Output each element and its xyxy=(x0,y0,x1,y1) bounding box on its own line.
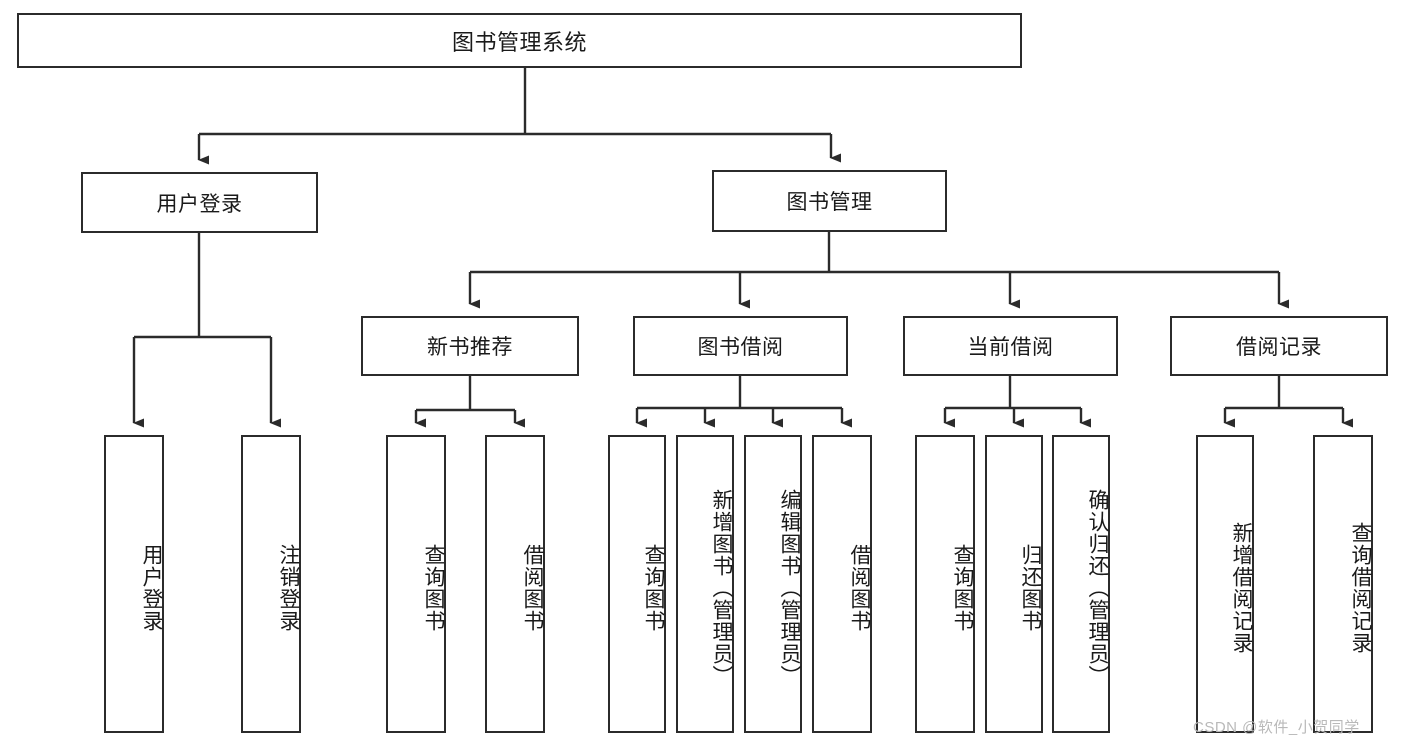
node-new-book-recommend[interactable]: 新书推荐 xyxy=(361,316,579,376)
csdn-watermark: CSDN @软件_小贺同学 xyxy=(1193,719,1360,736)
node-user-login-label: 用户登录 xyxy=(156,192,243,216)
node-user-login[interactable]: 用户登录 xyxy=(81,172,318,233)
leaf-logout-login[interactable]: 注销登录 xyxy=(241,435,301,733)
leaf-borrow-book-recommend-label: 借阅图书 xyxy=(521,544,544,632)
node-book-management[interactable]: 图书管理 xyxy=(712,170,947,232)
leaf-query-book-borrow-label: 查询图书 xyxy=(642,544,665,632)
leaf-add-borrow-record[interactable]: 新增借阅记录 xyxy=(1196,435,1254,733)
edge-group-book-mgmt xyxy=(468,232,1289,309)
leaf-add-borrow-record-label: 新增借阅记录 xyxy=(1230,522,1253,654)
leaf-query-book-current[interactable]: 查询图书 xyxy=(915,435,975,733)
node-book-borrow[interactable]: 图书借阅 xyxy=(633,316,848,376)
edge-group-root xyxy=(197,68,841,165)
leaf-query-book-current-label: 查询图书 xyxy=(951,544,974,632)
node-borrow-record[interactable]: 借阅记录 xyxy=(1170,316,1388,376)
node-root[interactable]: 图书管理系统 xyxy=(17,13,1022,68)
edge-group-new-book xyxy=(414,376,525,428)
leaf-borrow-book-recommend[interactable]: 借阅图书 xyxy=(485,435,545,733)
leaf-confirm-return-admin-label: 确认归还（管理员） xyxy=(1086,489,1109,687)
edge-group-records xyxy=(1223,376,1353,428)
leaf-query-borrow-record[interactable]: 查询借阅记录 xyxy=(1313,435,1373,733)
leaf-add-book-admin[interactable]: 新增图书（管理员） xyxy=(676,435,734,733)
node-current-borrow-label: 当前借阅 xyxy=(967,336,1054,359)
leaf-return-book[interactable]: 归还图书 xyxy=(985,435,1043,733)
leaf-borrow-book[interactable]: 借阅图书 xyxy=(812,435,872,733)
node-book-borrow-label: 图书借阅 xyxy=(697,336,784,359)
node-new-book-recommend-label: 新书推荐 xyxy=(427,336,513,359)
leaf-user-login-label: 用户登录 xyxy=(140,544,163,632)
leaf-query-book-recommend[interactable]: 查询图书 xyxy=(386,435,446,733)
node-current-borrow[interactable]: 当前借阅 xyxy=(903,316,1118,376)
leaf-query-borrow-record-label: 查询借阅记录 xyxy=(1349,522,1372,654)
edge-group-current-borrow xyxy=(943,376,1091,428)
leaf-return-book-label: 归还图书 xyxy=(1019,544,1042,632)
node-borrow-record-label: 借阅记录 xyxy=(1236,336,1322,359)
leaf-query-book-recommend-label: 查询图书 xyxy=(422,544,445,632)
leaf-confirm-return-admin[interactable]: 确认归还（管理员） xyxy=(1052,435,1110,733)
leaf-edit-book-admin-label: 编辑图书（管理员） xyxy=(778,489,801,687)
leaf-borrow-book-label: 借阅图书 xyxy=(848,544,871,632)
leaf-logout-login-label: 注销登录 xyxy=(277,544,300,632)
leaf-query-book-borrow[interactable]: 查询图书 xyxy=(608,435,666,733)
edge-group-borrow xyxy=(635,376,852,428)
node-root-label: 图书管理系统 xyxy=(451,29,587,55)
edge-group-user-login xyxy=(132,233,281,428)
node-book-management-label: 图书管理 xyxy=(786,191,873,214)
leaf-user-login[interactable]: 用户登录 xyxy=(104,435,164,733)
leaf-add-book-admin-label: 新增图书（管理员） xyxy=(710,489,733,687)
leaf-edit-book-admin[interactable]: 编辑图书（管理员） xyxy=(744,435,802,733)
